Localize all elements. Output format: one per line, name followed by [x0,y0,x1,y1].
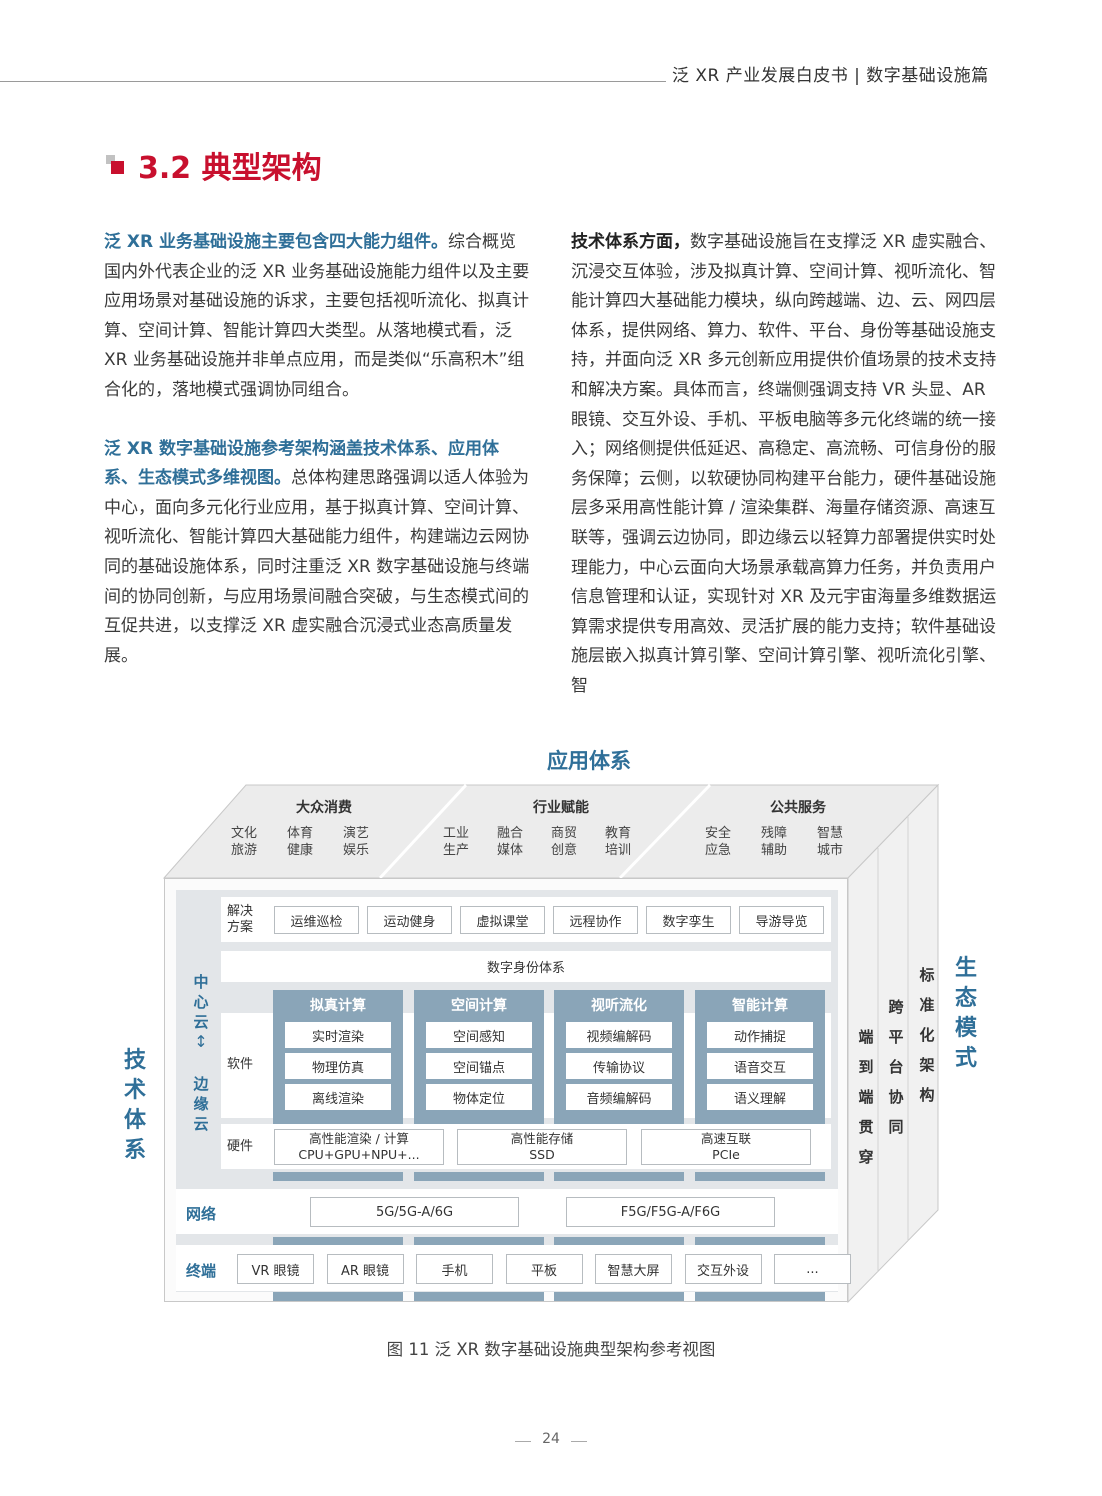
terminal-chip: 平板 [505,1254,583,1284]
app-group-title: 行业赋能 [533,800,589,816]
compute-item: 传输协议 [566,1053,672,1079]
column-connector [273,1172,403,1181]
paragraph: 泛 XR 数字基础设施参考架构涵盖技术体系、应用体系、生态模式多维视图。总体构建… [104,435,532,672]
column-connector [695,1172,825,1181]
terminal-chip: ... [774,1254,851,1284]
app-item: 演艺娱乐 [342,826,369,858]
app-item: 商贸创意 [550,826,577,858]
bidirectional-arrow-icon: ↕ [194,1032,208,1051]
solution-chip: 运维巡检 [274,906,359,934]
column-connector [273,1237,403,1246]
app-item: 文化旅游 [230,826,257,858]
standard-arch-label: 标准化架构 [919,966,935,1104]
paragraph-lead: 技术体系方面， [571,232,690,252]
compute-item: 空间锚点 [426,1053,532,1079]
page-number-rule [571,1441,587,1442]
compute-item: 实时渲染 [285,1022,391,1048]
right-column: 技术体系方面，数字基础设施旨在支撑泛 XR 虚实融合、沉浸交互体验，涉及拟真计算… [571,228,999,702]
identity-row: 数字身份体系 [221,951,831,982]
page-number: 24 [542,1431,560,1447]
solution-chip: 数字孪生 [646,906,731,934]
paragraph-body: 数字基础设施旨在支撑泛 XR 虚实融合、沉浸交互体验，涉及拟真计算、空间计算、视… [571,232,997,696]
column-connector [695,1237,825,1246]
app-group-title: 公共服务 [770,800,826,816]
compute-item: 动作捕捉 [707,1022,813,1048]
solutions-label: 解决方案 [227,904,254,935]
tech-system-label: 技术体系 [123,1048,146,1163]
terminal-chip: 交互外设 [684,1254,762,1284]
header-title: 泛 XR 产业发展白皮书 | 数字基础设施篇 [672,66,989,86]
center-cloud-label: 中心云 [193,973,209,1031]
solution-chip: 远程协作 [553,906,638,934]
app-item: 融合媒体 [496,826,523,858]
column-connector [695,1292,825,1301]
terminal-label: 终端 [186,1262,217,1280]
compute-column-title: 视听流化 [591,998,647,1014]
column-connector [554,1172,684,1181]
app-group-title: 大众消费 [296,800,352,816]
end-to-end-label: 端到端贯穿 [858,1028,874,1166]
network-chip: F5G/F5G-A/F6G [566,1197,775,1227]
column-connector [414,1172,544,1181]
app-item: 体育健康 [286,826,313,858]
app-item: 智慧城市 [816,826,843,858]
header-rule [0,81,666,82]
solution-chip: 运动健身 [367,906,452,934]
app-system-title: 应用体系 [547,749,631,773]
compute-item: 音频编解码 [566,1084,672,1110]
paragraph: 泛 XR 业务基础设施主要包含四大能力组件。综合概览国内外代表企业的泛 XR 业… [104,228,532,406]
edge-cloud-label: 边缘云 [193,1075,209,1133]
compute-item: 物体定位 [426,1084,532,1110]
terminal-chip: 智慧大屏 [595,1254,672,1284]
column-connector [554,1237,684,1246]
compute-item: 空间感知 [426,1022,532,1048]
compute-item: 离线渲染 [285,1084,391,1110]
eco-model-label: 生态模式 [954,956,977,1071]
column-connector [414,1237,544,1246]
paragraph-lead: 泛 XR 数字基础设施参考架构涵盖技术体系、应用体系、生态模式多维视图。 [104,438,500,489]
app-item: 教育培训 [604,826,631,858]
app-item: 工业生产 [442,826,469,858]
solution-chip: 导游导览 [739,906,824,934]
app-item: 残障辅助 [760,826,787,858]
section-title: 3.2 典型架构 [138,151,322,186]
paragraph-body: 总体构建思路强调以适人体验为中心，面向多元化行业应用，基于拟真计算、空间计算、视… [104,468,530,666]
terminal-chip: AR 眼镜 [326,1254,404,1284]
column-connector [273,1292,403,1301]
cross-platform-label: 跨平台协同 [888,998,904,1136]
paragraph-body: 综合概览国内外代表企业的泛 XR 业务基础设施能力组件以及主要应用场景对基础设施… [104,232,530,400]
paragraph: 技术体系方面，数字基础设施旨在支撑泛 XR 虚实融合、沉浸交互体验，涉及拟真计算… [571,228,999,702]
column-connector [414,1292,544,1301]
compute-column-title: 空间计算 [451,998,507,1014]
column-connector [554,1292,684,1301]
terminal-chip: 手机 [416,1254,493,1284]
page-number-rule [515,1441,531,1442]
software-label: 软件 [227,1057,254,1072]
compute-column-title: 拟真计算 [310,998,366,1014]
section-bullet-icon [106,155,126,175]
terminal-chip: VR 眼镜 [237,1254,314,1284]
solution-chip: 虚拟课堂 [460,906,545,934]
hardware-label: 硬件 [227,1139,254,1154]
app-item: 安全应急 [704,826,731,858]
compute-item: 语音交互 [707,1053,813,1079]
compute-item: 视频编解码 [566,1022,672,1048]
network-label: 网络 [186,1205,217,1223]
compute-column-title: 智能计算 [732,998,788,1014]
left-column: 泛 XR 业务基础设施主要包含四大能力组件。综合概览国内外代表企业的泛 XR 业… [104,228,532,671]
figure-caption: 图 11 泛 XR 数字基础设施典型架构参考视图 [386,1340,716,1359]
compute-item: 语义理解 [707,1084,813,1110]
network-chip: 5G/5G-A/6G [310,1197,519,1227]
compute-item: 物理仿真 [285,1053,391,1079]
paragraph-lead: 泛 XR 业务基础设施主要包含四大能力组件。 [104,232,449,252]
